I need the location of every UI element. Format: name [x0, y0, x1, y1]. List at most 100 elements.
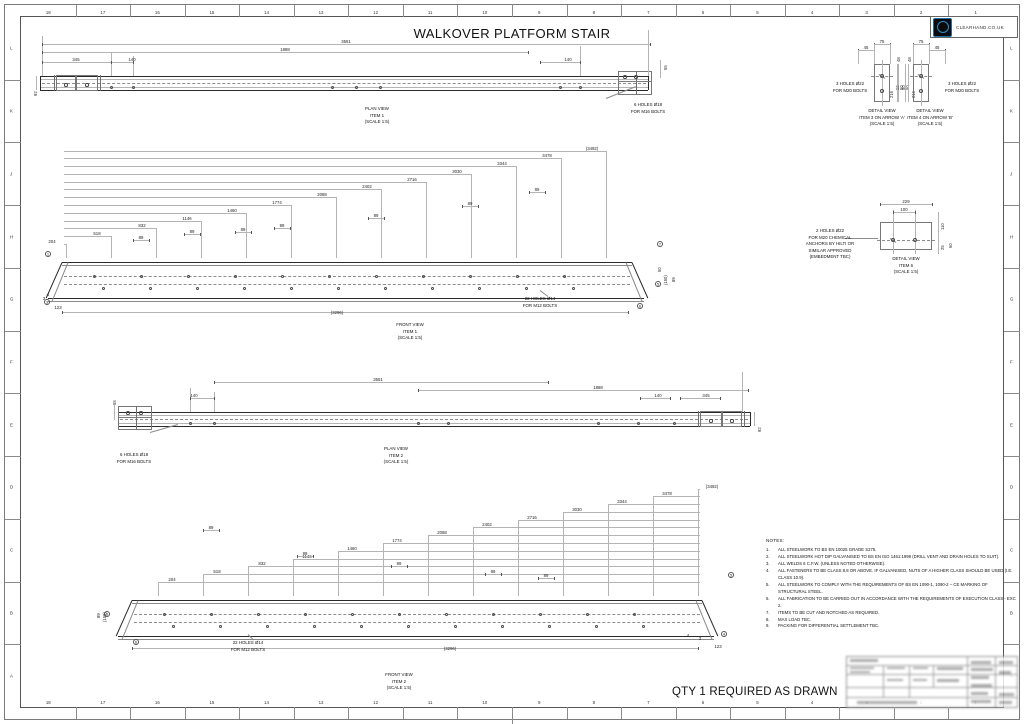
- border-tick: [5, 581, 21, 583]
- edge-line: [114, 404, 115, 420]
- note-item6-anchors-line2: FOR M20 CHEMICAL: [808, 234, 852, 240]
- dimension-line: [938, 212, 939, 254]
- extension-line: [742, 372, 743, 412]
- border-row-label: J: [10, 171, 13, 177]
- clearhand-logo: CLEARHAND.CO.UK: [930, 16, 1018, 38]
- label-item2-plan-line2: ITEM 2: [388, 452, 404, 458]
- dim-tick: [538, 576, 539, 580]
- dim-tick: [880, 202, 881, 206]
- extension-line: [214, 392, 215, 412]
- dimension-line: [383, 543, 700, 545]
- hole: [453, 624, 457, 628]
- hole: [139, 274, 143, 278]
- dim-item2-front-1460: 1460: [347, 545, 357, 551]
- border-column-label: 12: [373, 700, 379, 705]
- dim-item2-front-123: 123: [714, 644, 722, 649]
- border-tick: [130, 5, 132, 17]
- border-tick: [621, 707, 623, 719]
- extension-line: [608, 504, 609, 596]
- hole: [558, 86, 562, 89]
- label-detail-item3-line2: ITEM 3 ON ARROW 'A': [859, 114, 905, 120]
- border-tick: [457, 707, 459, 719]
- border-column-label: 13: [318, 10, 324, 15]
- hole: [634, 75, 638, 79]
- label-detail-item3-line1: DETAIL VIEW: [868, 108, 896, 113]
- extension-line: [291, 205, 292, 258]
- border-tick: [5, 393, 21, 395]
- note-number: 9.: [766, 623, 770, 629]
- border-column-label: 13: [318, 700, 324, 705]
- note-text: ALL FABRICATION TO BE CARRIED OUT IN ACC…: [778, 595, 1016, 608]
- edge-line: [118, 422, 750, 424]
- dimension-line: [64, 150, 606, 152]
- balloon-item2-6: 6: [134, 639, 138, 645]
- hole: [374, 274, 378, 278]
- dimension-line: [538, 578, 554, 579]
- hole: [468, 274, 472, 278]
- edge-line: [40, 86, 648, 88]
- dimension-line: [64, 236, 111, 238]
- border-column-label: 1: [974, 10, 977, 15]
- dimension-line: [913, 44, 929, 45]
- dim-tick: [214, 396, 215, 400]
- border-tick: [5, 456, 21, 458]
- hole: [195, 286, 199, 290]
- hole: [233, 274, 237, 278]
- balloon-circle: [654, 280, 662, 288]
- hole: [171, 624, 175, 628]
- dim-item1-front-50v: 50: [657, 267, 662, 272]
- dimension-line: [653, 496, 700, 498]
- extension-line: [606, 150, 607, 258]
- dim-tick: [313, 554, 314, 558]
- hole: [594, 624, 598, 628]
- dimension-line: [893, 212, 915, 213]
- dim-tick: [235, 230, 236, 234]
- extension-line: [293, 558, 294, 596]
- dimension-line: [64, 220, 201, 222]
- border-column-label: 14: [264, 700, 269, 705]
- dimension-line: [42, 44, 650, 45]
- dim-item1-front-1146: 1146: [182, 215, 192, 221]
- dim-tick: [149, 238, 150, 242]
- border-column-label: 6: [701, 700, 705, 705]
- dimension-line: [880, 204, 932, 205]
- border-tick: [457, 5, 459, 17]
- dimension-line: [64, 197, 336, 199]
- note-item6-anchors-line4: SIMILAR APPROVED: [808, 247, 852, 253]
- dimension-line: [563, 511, 700, 513]
- label-item2-front-line3: (SCALE 1:5): [386, 685, 412, 691]
- hole: [330, 86, 334, 89]
- dimension-line: [132, 648, 698, 649]
- border-column-label: 16: [154, 10, 160, 15]
- dim-item2-front-pitch-1: 89: [302, 551, 308, 556]
- edge-line: [48, 301, 644, 302]
- dimension-line: [418, 390, 748, 391]
- border-tick: [239, 5, 241, 17]
- dim-item2-front-3344: 3344: [617, 499, 627, 505]
- note-item: 5.ALL STEELWORK TO COMPLY WITH THE REQUI…: [766, 582, 1016, 596]
- note-text: ITEMS TO BE CUT AND NOTCHED AS REQUIRED.: [778, 609, 880, 615]
- dim-tick: [529, 190, 530, 194]
- dim-item1-front-1460: 1460: [227, 207, 237, 213]
- dim-tick: [133, 238, 134, 242]
- hole: [212, 422, 216, 425]
- extension-line: [381, 189, 382, 258]
- note-item1-plan-holes-line2: FOR M16 BOLTS: [630, 108, 666, 114]
- note-number: 3.: [766, 560, 770, 566]
- dim-item2-front-pitch-0: 89: [208, 525, 214, 530]
- dim-tick: [528, 50, 529, 54]
- logo-mark-icon: [933, 17, 952, 37]
- edge-line: [48, 298, 644, 299]
- dim-item1-front-1774: 1774: [272, 200, 282, 206]
- border-tick: [730, 707, 732, 719]
- edge-line: [118, 417, 152, 418]
- border-column-label: 17: [100, 10, 106, 15]
- balloon-circle: [727, 571, 735, 579]
- hole: [350, 612, 354, 616]
- extension-line: [383, 543, 384, 596]
- hole: [421, 274, 425, 278]
- note-number: 2.: [766, 553, 770, 559]
- extension-line: [201, 220, 202, 258]
